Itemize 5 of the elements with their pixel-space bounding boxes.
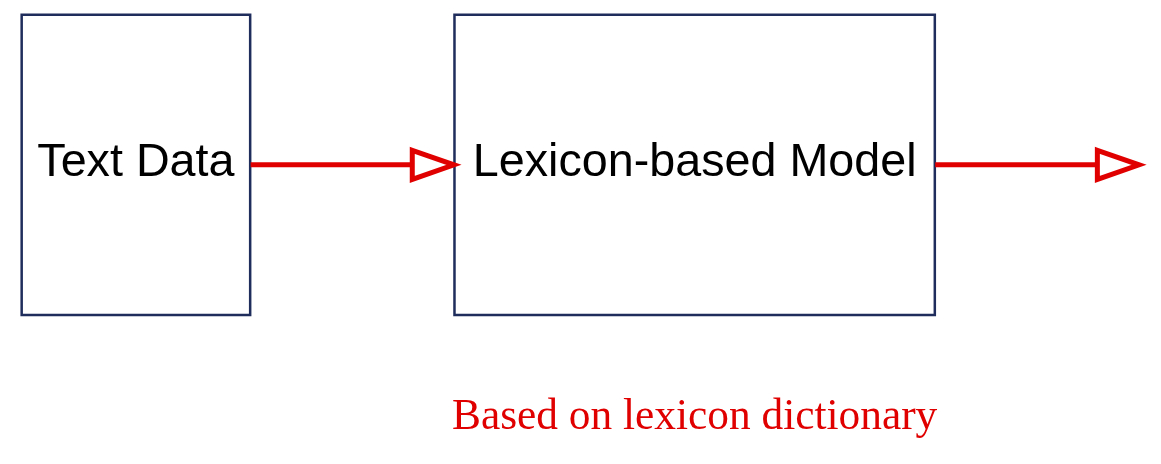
- node-box: Text Data: [19, 13, 251, 317]
- node-box: Lexicon-based Model: [452, 13, 936, 317]
- label: Based on lexicon dictionary: [451, 389, 937, 438]
- arrow: [934, 146, 1147, 183]
- arrow: [250, 146, 462, 183]
